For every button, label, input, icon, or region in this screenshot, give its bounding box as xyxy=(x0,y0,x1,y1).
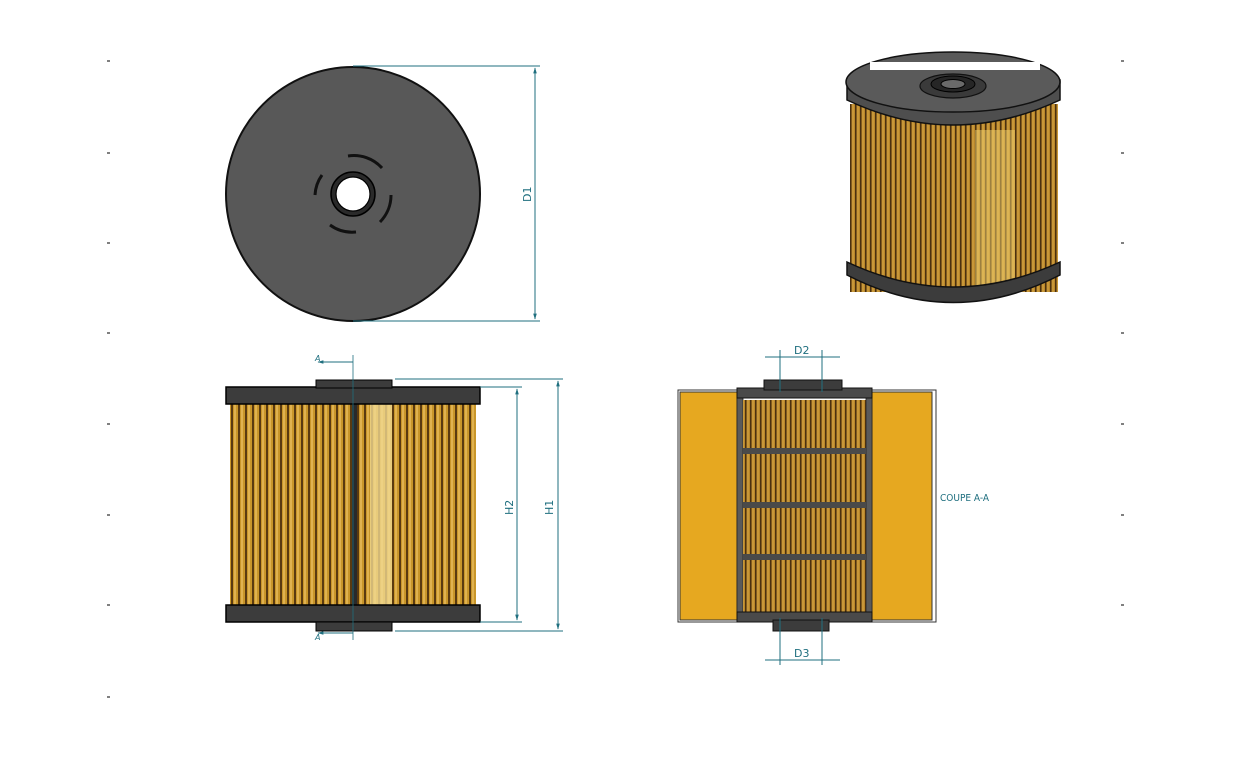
isometric-view xyxy=(845,51,1061,304)
section-right-seal xyxy=(871,391,933,621)
d3-label: D3 xyxy=(794,647,809,660)
section-view: D2 D3 COUPE A-A xyxy=(677,344,990,665)
front-view: A A H1 H2 xyxy=(225,354,563,642)
section-label: COUPE A-A xyxy=(940,493,990,504)
d1-label: D1 xyxy=(521,187,534,202)
h2-label: H2 xyxy=(503,500,516,515)
section-left-seal xyxy=(679,391,738,621)
top-view: D1 xyxy=(225,65,540,322)
cut-marker-bottom: A xyxy=(314,633,320,642)
cut-marker-top: A xyxy=(314,354,320,363)
d2-label: D2 xyxy=(794,344,809,357)
h1-label: H1 xyxy=(543,500,556,515)
sheet-border-ticks xyxy=(107,60,1124,698)
